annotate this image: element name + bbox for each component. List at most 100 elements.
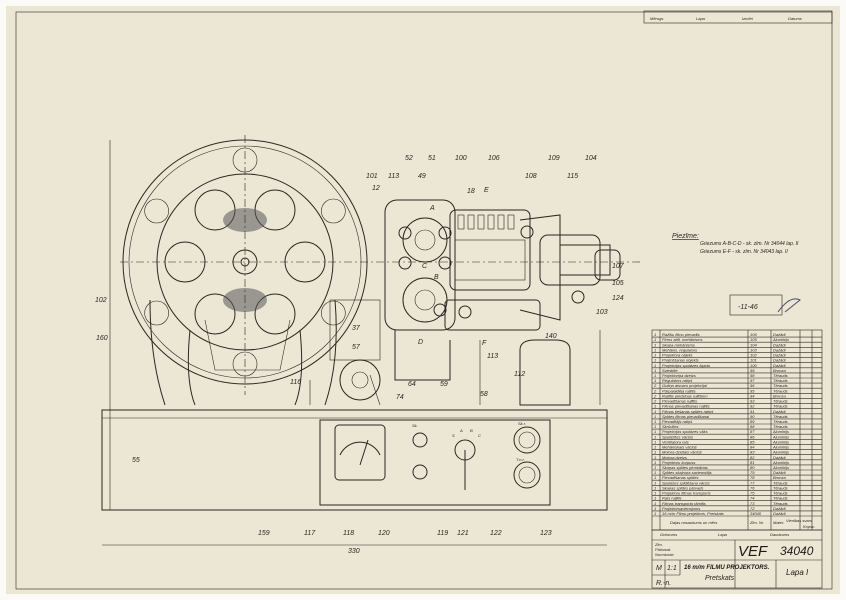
note-line: Griezums E-F - sk. zīm. Nr 34043 lap. II [700, 249, 788, 255]
parts-list-qty: 1 [654, 439, 656, 444]
parts-list-mat: Dažādi [773, 342, 786, 347]
parts-list-qty: 1 [654, 455, 656, 460]
parts-list-qty: 1 [654, 424, 656, 429]
parts-list-name: Projekcijas spuldzes vāks [662, 429, 708, 434]
parts-list-mat: Tērauds [773, 480, 788, 485]
callout-bottom: 122 [490, 530, 502, 537]
parts-list-row: 1 Projicēšanas objekts 101 Dažādi [652, 358, 822, 363]
parts-list-no: 101 [750, 358, 757, 363]
scale: 1:1 [667, 565, 677, 572]
callout-top: 104 [585, 155, 597, 162]
parts-list-qty: 1 [654, 337, 656, 342]
callout-bottom: 123 [540, 530, 552, 537]
company-name: VEF [738, 543, 768, 560]
tb-row: Normkontr. [655, 552, 675, 557]
parts-list-qty: 1 [654, 450, 656, 455]
parts-list-qty: 1 [654, 419, 656, 424]
parts-list-no: 97 [750, 378, 755, 383]
parts-list-name: Projicēšanas objekts [662, 358, 699, 363]
callout-bottom: 117 [304, 530, 316, 537]
parts-list-qty: 1 [654, 470, 656, 475]
panel-label-right-top: Sk.r. [518, 421, 526, 426]
parts-list-name: Mehāniskais vāciņš [662, 445, 697, 450]
header-strip-cell: Mērogs [650, 16, 663, 21]
parts-list-qty: 1 [654, 358, 656, 363]
callout-sections: C [422, 263, 428, 270]
parts-list-name: Projekcijas spuldzes ligzda [662, 363, 711, 368]
parts-list-name: Projektoru filmas transports [662, 491, 711, 496]
parts-list-mat: Tērauds [773, 485, 788, 490]
parts-list-qty: 1 [654, 475, 656, 480]
parts-list-mat: Alumīnijs [772, 429, 789, 434]
callout-right: 105 [612, 280, 624, 287]
callout-mid: 74 [396, 394, 404, 401]
drawing-subtitle: Pretskats [705, 575, 735, 582]
dimension-width: 330 [348, 548, 360, 555]
parts-list-footer: Zīm. Nr. [749, 520, 764, 525]
parts-list-no: 88 [750, 424, 755, 429]
parts-list-qty: 1 [654, 342, 656, 347]
parts-list-no: 95 [750, 388, 755, 393]
parts-list-qty: 1 [654, 506, 656, 511]
film-reel [120, 135, 640, 395]
parts-list-footer: Mater. [773, 520, 784, 525]
callout-sections: A [429, 205, 435, 212]
parts-list-no: 103 [750, 347, 757, 352]
parts-list-no: 75 [750, 491, 755, 496]
parts-list-qty: 1 [654, 332, 656, 337]
parts-list-name: Gultņa atsvaru projekcijai [662, 383, 707, 388]
parts-list-mat: Bronza [773, 393, 786, 398]
callout-top: 108 [525, 173, 537, 180]
sheet-number: Lapa I [786, 568, 809, 577]
tb-row: Pārbaud. [655, 547, 671, 552]
parts-list-no: 90 [750, 414, 755, 419]
tb-row: Zīm. [654, 542, 663, 547]
parts-list-qty: 1 [654, 491, 656, 496]
parts-list-name: Rats ruļlītis [662, 496, 682, 501]
parts-list-name: Projektoriņa dzelzs [662, 373, 696, 378]
parts-list-qty: 1 [654, 373, 656, 378]
callout-mid: 59 [440, 381, 448, 388]
dial-label: A [459, 428, 463, 433]
parts-list-qty: 1 [654, 511, 656, 516]
parts-list-no: 93 [750, 399, 755, 404]
parts-list-mat: Tērauds [773, 496, 788, 501]
parts-list-mat: Dažādi [773, 332, 786, 337]
title-block [651, 529, 823, 589]
parts-list-name: Skrūvītes [662, 424, 678, 429]
parts-list-qty: 1 [654, 445, 656, 450]
parts-list-mat: Alumīnijs [772, 450, 789, 455]
parts-list-name: Filmas transporta rāmītis [662, 501, 706, 506]
parts-list-no: 104 [750, 342, 757, 347]
parts-list-no: 74 [750, 496, 755, 501]
parts-list-mat: Dažādi [773, 347, 786, 352]
parts-list-name: Filmas tiešanas spīdes ratiņš [662, 409, 713, 414]
parts-list-mat: Tērauds [773, 414, 788, 419]
callout-bottom: 159 [258, 530, 270, 537]
parts-list-no: 100 [750, 363, 757, 368]
parts-list-name: Spīdes filmas pievadīšanai [662, 414, 709, 419]
parts-list-mat: Dažādi [773, 358, 786, 363]
callout-right: 103 [596, 309, 608, 316]
parts-list-mat: Tērauds [773, 378, 788, 383]
stamp [729, 294, 783, 316]
parts-list-name: Projektora objekt. [662, 353, 693, 358]
drawing-title: 16 m/m FILMU PROJEKTORS. [684, 565, 770, 571]
series: R.-n. [656, 580, 671, 587]
parts-list-no: 77 [750, 480, 755, 485]
callout-mid: 58 [480, 391, 488, 398]
parts-list-mat: Dažādi [773, 363, 786, 368]
parts-list-name: Pievadīšanas ruļlītis [662, 399, 697, 404]
